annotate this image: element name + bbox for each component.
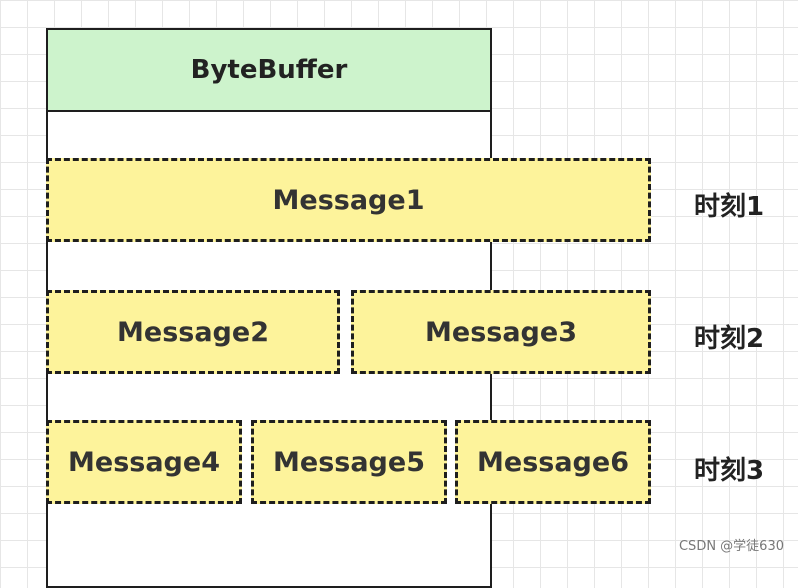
- message-label-6: Message6: [477, 446, 629, 478]
- time-label-3: 时刻3: [694, 456, 765, 486]
- message-box-6: Message6: [455, 420, 651, 504]
- bytebuffer-header: ByteBuffer: [46, 28, 492, 112]
- message-box-5: Message5: [251, 420, 447, 504]
- message-label-3: Message3: [425, 316, 577, 348]
- message-label-4: Message4: [68, 446, 220, 478]
- message-box-3: Message3: [351, 290, 651, 374]
- message-box-4: Message4: [46, 420, 242, 504]
- bytebuffer-label: ByteBuffer: [190, 55, 348, 85]
- message-box-1: Message1: [46, 158, 651, 242]
- message-box-2: Message2: [46, 290, 340, 374]
- message-label-1: Message1: [272, 184, 425, 216]
- time-label-2: 时刻2: [694, 324, 765, 354]
- message-label-5: Message5: [273, 446, 425, 478]
- message-label-2: Message2: [117, 316, 269, 348]
- time-label-1: 时刻1: [694, 192, 765, 222]
- watermark: CSDN @学徒630: [678, 539, 784, 554]
